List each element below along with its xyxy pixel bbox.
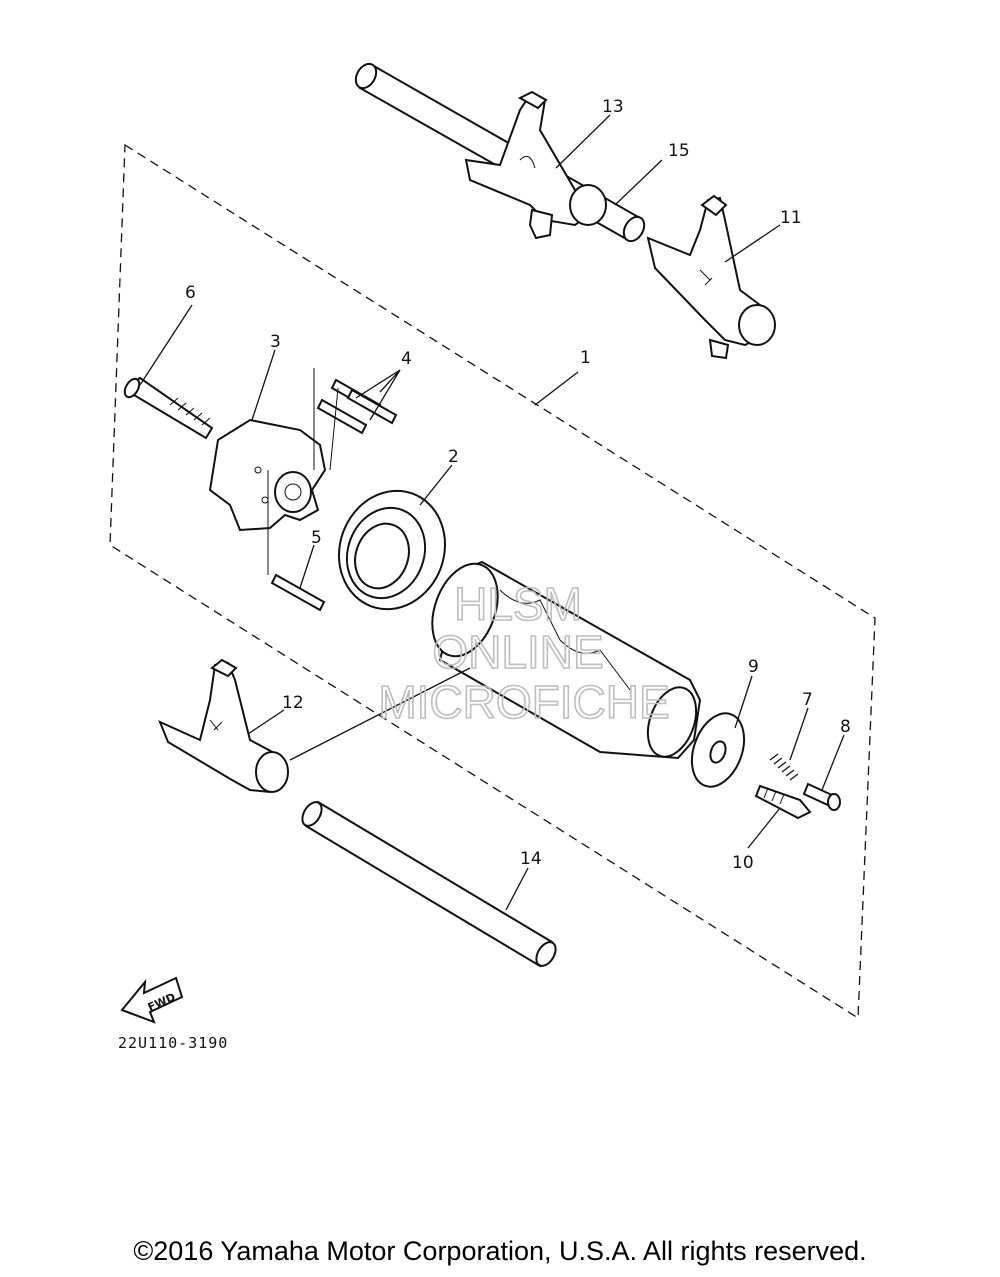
callout-13: 13: [602, 97, 624, 117]
callout-5: 5: [311, 528, 322, 548]
callout-4: 4: [401, 349, 412, 369]
shift-fork-shaft-upper: [354, 62, 646, 243]
leader-lines: [139, 114, 845, 911]
washer-9: [690, 712, 746, 788]
shift-fork-shaft-lower: [301, 800, 557, 968]
forward-arrow-icon: FWD: [120, 976, 184, 1024]
shift-fork-13: [464, 90, 607, 240]
callout-3: 3: [270, 332, 281, 352]
pins-4: [313, 368, 398, 471]
plunger-8: [802, 782, 841, 811]
callout-12: 12: [282, 693, 304, 713]
callout-14: 14: [520, 849, 542, 869]
pin-5: [267, 470, 326, 612]
shift-fork-12: [158, 658, 289, 794]
watermark: HLSM ONLINE MICROFICHE: [378, 577, 671, 729]
callout-6: 6: [185, 283, 196, 303]
watermark-line-1: HLSM: [454, 578, 582, 630]
callout-15: 15: [668, 141, 690, 161]
callout-2: 2: [448, 447, 459, 467]
callout-10: 10: [732, 853, 754, 873]
bolt-6: [123, 376, 214, 440]
spring-7: [769, 753, 799, 781]
callout-1: 1: [580, 348, 591, 368]
callout-9: 9: [748, 657, 759, 677]
watermark-line-3: MICROFICHE: [378, 676, 669, 728]
shift-cam-drum: [431, 560, 702, 760]
bearing-2: [338, 489, 446, 611]
shift-fork-11: [646, 194, 776, 360]
callout-11: 11: [780, 208, 802, 228]
drawing-code: 22U110-3190: [118, 1034, 228, 1052]
watermark-line-2: ONLINE: [432, 626, 603, 678]
screw-10: [754, 784, 812, 820]
assembly-boundary: [109, 143, 876, 1020]
callout-8: 8: [840, 717, 851, 737]
callout-7: 7: [802, 690, 813, 710]
copyright-notice: ©2016 Yamaha Motor Corporation, U.S.A. A…: [133, 1236, 867, 1266]
